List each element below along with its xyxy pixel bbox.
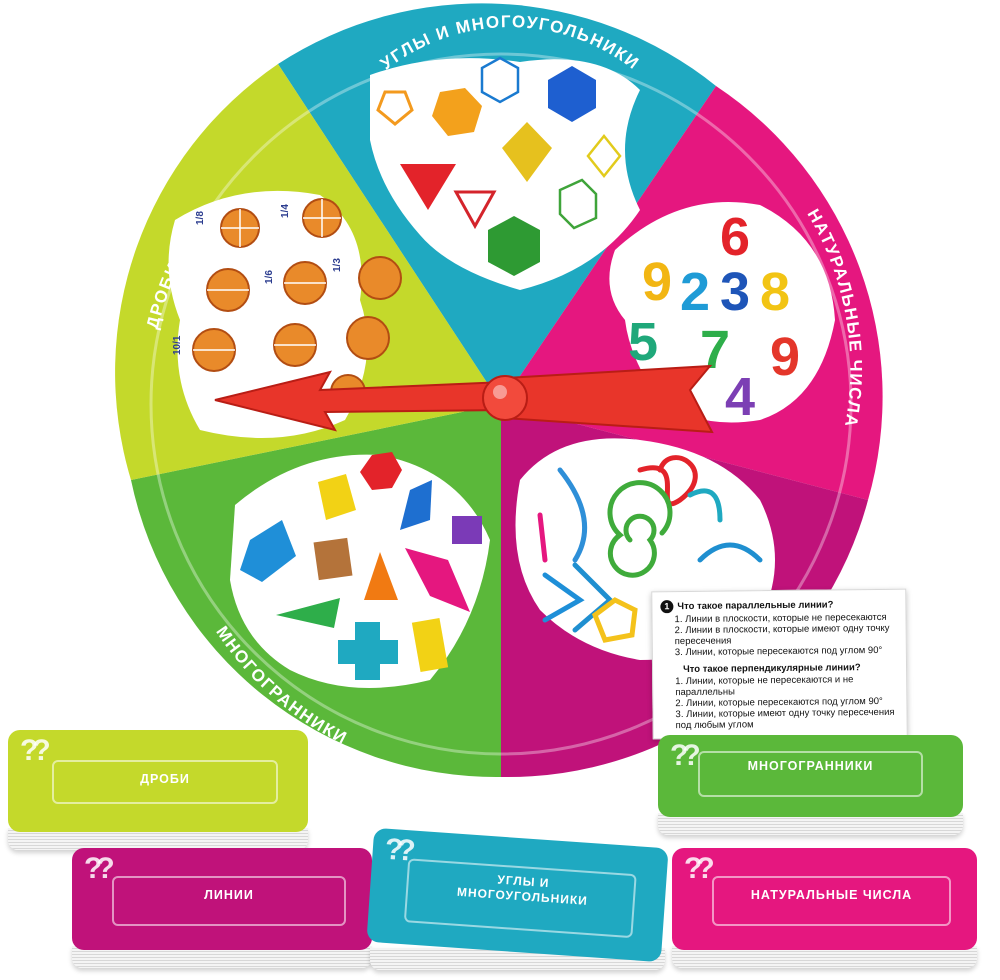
question-2-answer-3: 3. Линии, которые имеют одну точку перес… [675, 706, 895, 732]
spinner-hub[interactable] [482, 375, 528, 421]
deck-angles-polygons[interactable]: ?? УГЛЫ И МНОГОУГОЛЬНИКИ [366, 827, 669, 970]
cube-outline-icon [558, 178, 598, 230]
fraction-label-5: 10/1 [172, 335, 183, 355]
cube-solid-icon [488, 216, 540, 276]
question-mark-icon: ?? [670, 739, 701, 772]
tetrahedron-solid-icon [400, 164, 456, 210]
digit-icon: 3 [720, 262, 750, 322]
digit-icon: 5 [628, 312, 658, 372]
digit-icon: 2 [680, 262, 710, 322]
dodecahedron-solid-icon [432, 88, 482, 136]
deck-label: МНОГОГРАННИКИ [747, 759, 874, 773]
digit-icon: 6 [720, 207, 750, 267]
digit-icon: 4 [725, 367, 755, 427]
fraction-pizzas: 1/8 1/4 1/6 1/3 10/1 [172, 198, 402, 410]
question-mark-icon: ?? [684, 852, 715, 885]
spinner-arrow-icon[interactable] [214, 364, 714, 434]
polygon-icons [240, 452, 482, 680]
fraction-label-2: 1/4 [280, 204, 291, 218]
deck-natural-numbers[interactable]: ?? НАТУРАЛЬНЫЕ ЧИСЛА [672, 848, 977, 968]
deck-label: НАТУРАЛЬНЫЕ ЧИСЛА [750, 888, 913, 902]
fraction-label-1: 1/8 [195, 211, 206, 225]
deck-lines[interactable]: ?? ЛИНИИ [72, 848, 372, 968]
tetrahedron-outline-icon [453, 190, 497, 230]
icosahedron-solid-icon [548, 66, 596, 122]
octahedron-solid-icon [502, 122, 552, 182]
question-2-answer-1: 1. Линии, которые не пересекаются и не п… [675, 674, 854, 699]
question-number-badge: 1 [660, 600, 674, 614]
icosahedron-outline-icon [480, 56, 520, 104]
fraction-label-3: 1/6 [264, 270, 275, 284]
wheel-inner-edge [149, 52, 853, 756]
octahedron-outline-icon [586, 133, 622, 179]
question-2-title: Что такое перпендикулярные линии? [682, 662, 861, 676]
deck-polyhedra[interactable]: ?? МНОГОГРАННИКИ [658, 735, 963, 835]
line-shapes [537, 455, 763, 643]
natural-number-icons: 9 2 6 3 8 5 7 9 4 [628, 207, 800, 427]
deck-label: ДРОБИ [140, 772, 190, 786]
deck-fractions[interactable]: ?? ДРОБИ [8, 730, 308, 850]
fraction-label-4: 1/3 [332, 258, 343, 272]
digit-icon: 9 [770, 327, 800, 387]
question-mark-icon: ?? [20, 734, 51, 767]
polyhedra-icons [376, 56, 622, 276]
digit-icon: 9 [642, 252, 672, 312]
deck-label: ЛИНИИ [204, 888, 254, 902]
question-1-answer-2: 2. Линии в плоскости, которые имеют одну… [674, 622, 890, 648]
digit-icon: 8 [760, 262, 790, 322]
dodecahedron-outline-icon [376, 90, 414, 126]
question-mark-icon: ?? [84, 852, 115, 885]
question-1-title: Что такое параллельные линии? [677, 599, 834, 613]
question-mark-icon: ?? [383, 832, 411, 868]
question-1-answer-3: 3. Линии, которые пересекаются под углом… [674, 644, 883, 659]
